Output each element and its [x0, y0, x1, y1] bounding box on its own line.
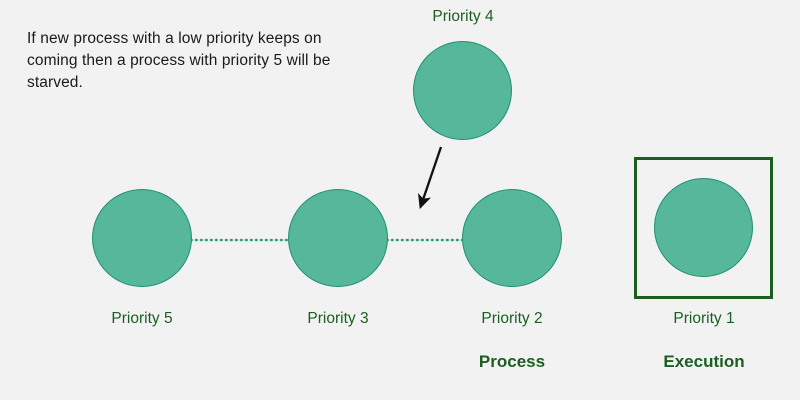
- legend-process-caption: Process: [478, 352, 546, 371]
- node-circle[interactable]: [413, 41, 512, 140]
- node-label: Priority 3: [307, 310, 369, 327]
- legend-execution-caption: Execution: [663, 352, 745, 371]
- arrow-p4-to-queue: [417, 146, 443, 210]
- explanatory-note: If new process with a low priority keeps…: [27, 30, 331, 91]
- execution-frame: [634, 157, 773, 299]
- node-label: Priority 2: [481, 310, 543, 327]
- node-circle[interactable]: [654, 178, 753, 277]
- node-label: Priority 5: [111, 310, 173, 327]
- node-circle[interactable]: [92, 189, 192, 287]
- node-label: Priority 4: [432, 8, 494, 25]
- node-circle[interactable]: [288, 189, 388, 287]
- node-label: Priority 1: [673, 310, 735, 327]
- node-circle[interactable]: [462, 189, 562, 287]
